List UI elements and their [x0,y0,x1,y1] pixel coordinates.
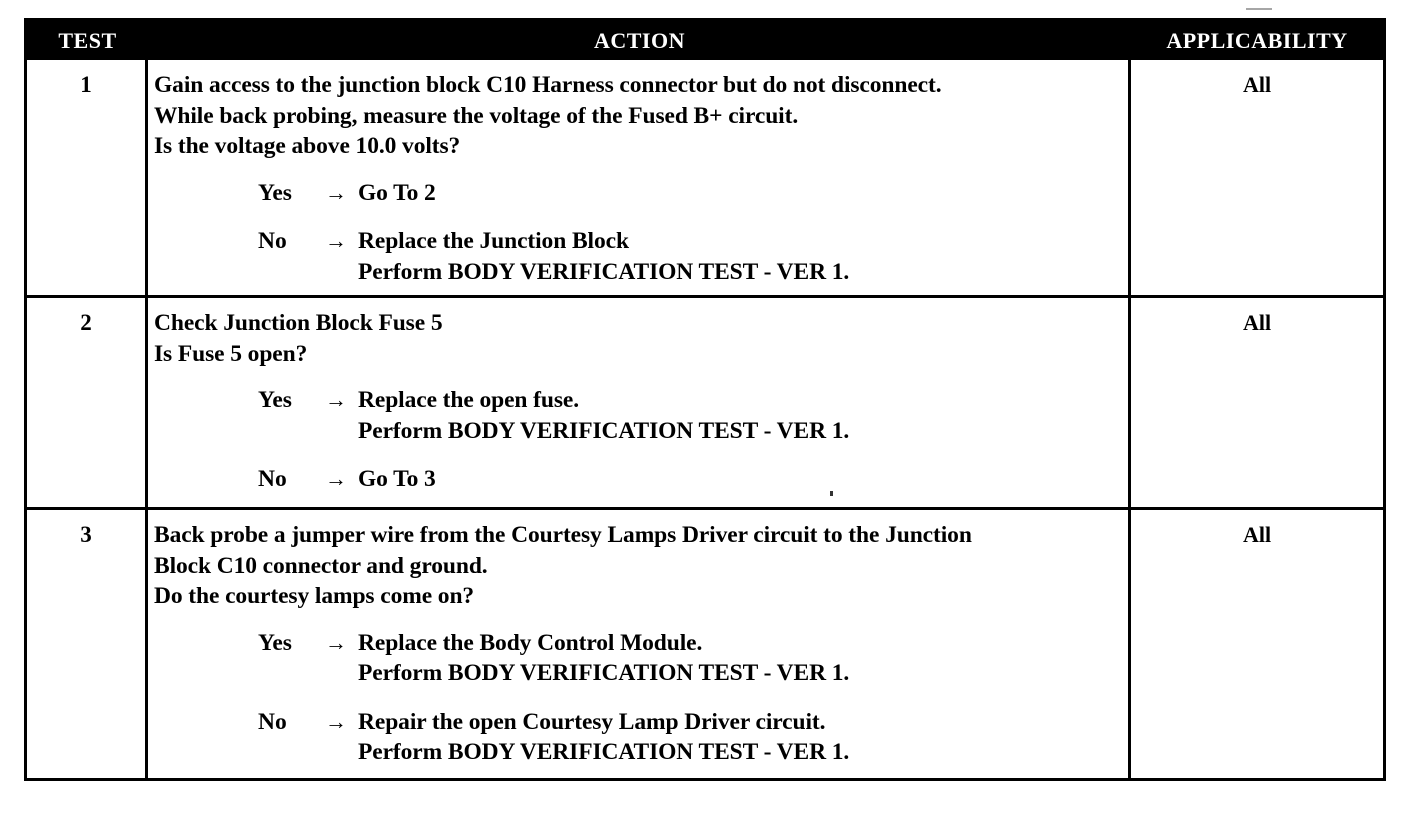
branch-list: Yes → Replace the Body Control Module. P… [154,628,1120,768]
branch-action-text: Replace the Junction Block Perform BODY … [358,228,850,285]
column-header-action: ACTION [593,27,685,53]
action-cell: Back probe a jumper wire from the Courte… [148,510,1131,778]
arrow-right-icon: → [325,228,347,253]
branch-no: No → Replace the Junction Block Perform … [154,226,1120,287]
test-number: 2 [27,298,148,507]
branch-yes: Yes → Replace the open fuse. Perform BOD… [154,385,1120,446]
action-statement: Gain access to the junction block C10 Ha… [154,72,942,159]
branch-label: Yes [258,387,292,413]
arrow-right-icon: → [325,708,347,734]
branch-action-text: Replace the open fuse. Perform BODY VERI… [358,387,850,444]
branch-no: No → Repair the open Courtesy Lamp Drive… [154,707,1120,768]
action-cell: Check Junction Block Fuse 5 Is Fuse 5 op… [148,298,1131,507]
table-header-row: TEST ACTION APPLICABILITY [27,21,1383,60]
branch-action-text: Go To 3 [358,466,436,492]
branch-no: No → Go To 3 [154,464,1120,495]
test-number: 3 [27,510,148,778]
branch-label: No [258,466,287,492]
branch-label: No [258,708,287,735]
arrow-right-icon: → [325,179,347,205]
scan-artifact-speck [830,491,833,496]
branch-action-text: Replace the Body Control Module. Perform… [358,629,850,687]
branch-list: Yes → Replace the open fuse. Perform BOD… [154,385,1120,495]
applicability-value: All [1242,310,1272,335]
action-cell: Gain access to the junction block C10 Ha… [148,60,1131,295]
branch-label: Yes [258,629,292,656]
applicability-value: All [1242,522,1272,547]
branch-action-text: Repair the open Courtesy Lamp Driver cir… [358,708,850,766]
diagnostic-test-table: TEST ACTION APPLICABILITY 1 Gain access … [24,18,1386,781]
branch-label: Yes [258,179,292,206]
arrow-right-icon: → [325,466,347,491]
column-header-applicability: APPLICABILITY [1166,27,1348,53]
arrow-right-icon: → [325,387,347,412]
action-statement: Check Junction Block Fuse 5 Is Fuse 5 op… [154,310,443,367]
table-row: 1 Gain access to the junction block C10 … [27,60,1383,295]
table-row: 3 Back probe a jumper wire from the Cour… [27,507,1383,778]
branch-label: No [258,228,287,254]
arrow-right-icon: → [325,629,347,655]
applicability-value: All [1242,72,1272,97]
test-number: 1 [27,60,148,295]
branch-yes: Yes → Replace the Body Control Module. P… [154,628,1120,689]
scan-artifact-speck [1246,8,1272,10]
action-statement: Back probe a jumper wire from the Courte… [154,522,972,609]
branch-yes: Yes → Go To 2 [154,178,1120,209]
branch-action-text: Go To 2 [358,179,436,206]
branch-list: Yes → Go To 2 No → Replace the Junction … [154,178,1120,288]
table-body: 1 Gain access to the junction block C10 … [27,60,1383,778]
table-row: 2 Check Junction Block Fuse 5 Is Fuse 5 … [27,295,1383,507]
column-header-test: TEST [58,27,117,53]
